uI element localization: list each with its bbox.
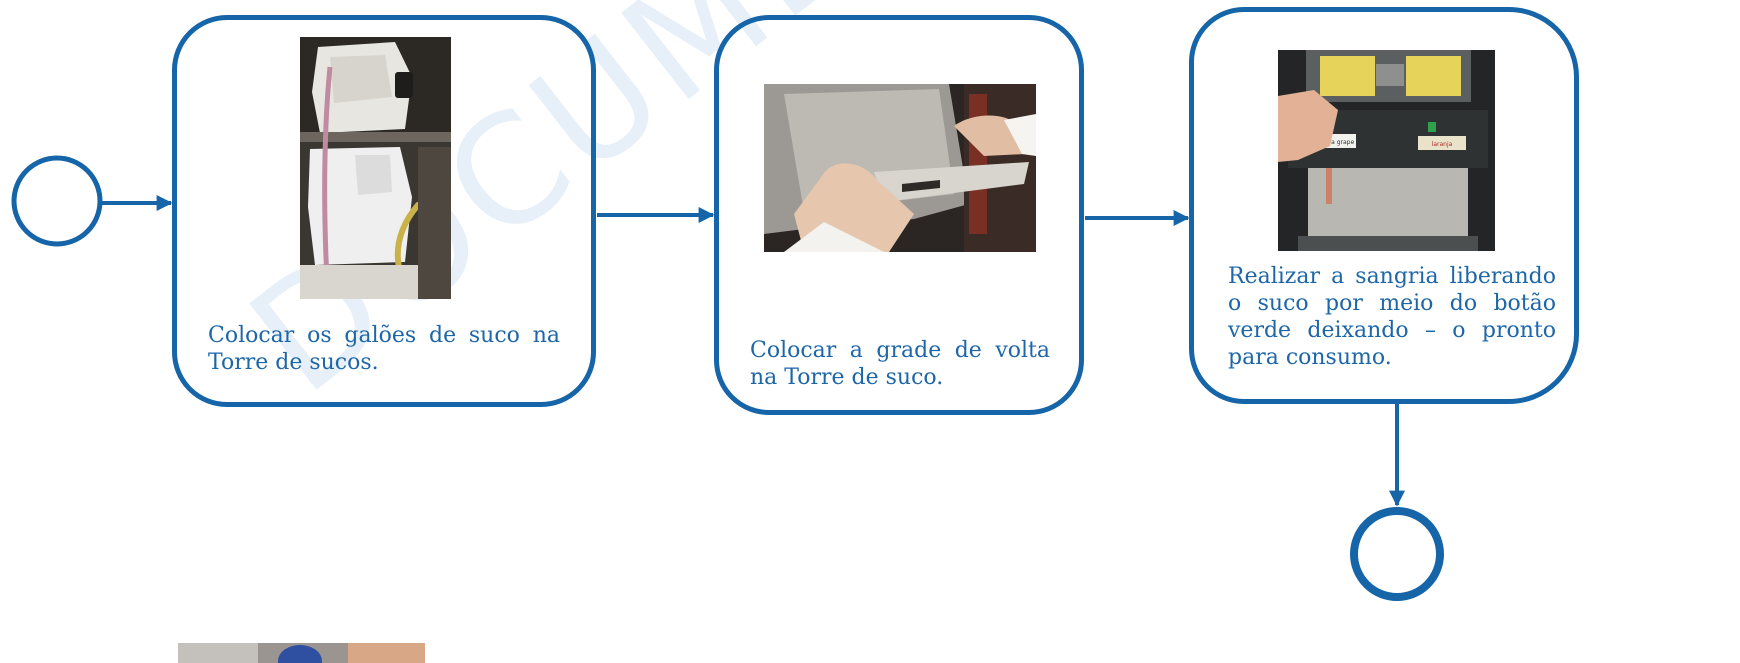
step-3-box [1189, 7, 1579, 404]
step-2-caption: Colocar a grade de volta na Torre de suc… [750, 338, 1050, 390]
step-1-caption: Colocar os galões de suco na Torre de su… [208, 323, 560, 375]
dispenser-button-photo: uva grape laranja [1278, 50, 1495, 251]
juice-gallons-photo [300, 37, 451, 299]
step-3-caption: Realizar a sangria liberando o suco por … [1228, 264, 1556, 370]
dispenser-label-right: laranja [1432, 141, 1453, 148]
grate-reinsert-photo [764, 84, 1036, 252]
step-2-box [714, 15, 1084, 415]
end-event [1350, 507, 1444, 601]
start-event [11, 155, 103, 247]
dispenser-label-left: uva grape [1324, 139, 1355, 146]
step-1-box [172, 15, 596, 407]
bottom-photo-partial [178, 643, 425, 663]
